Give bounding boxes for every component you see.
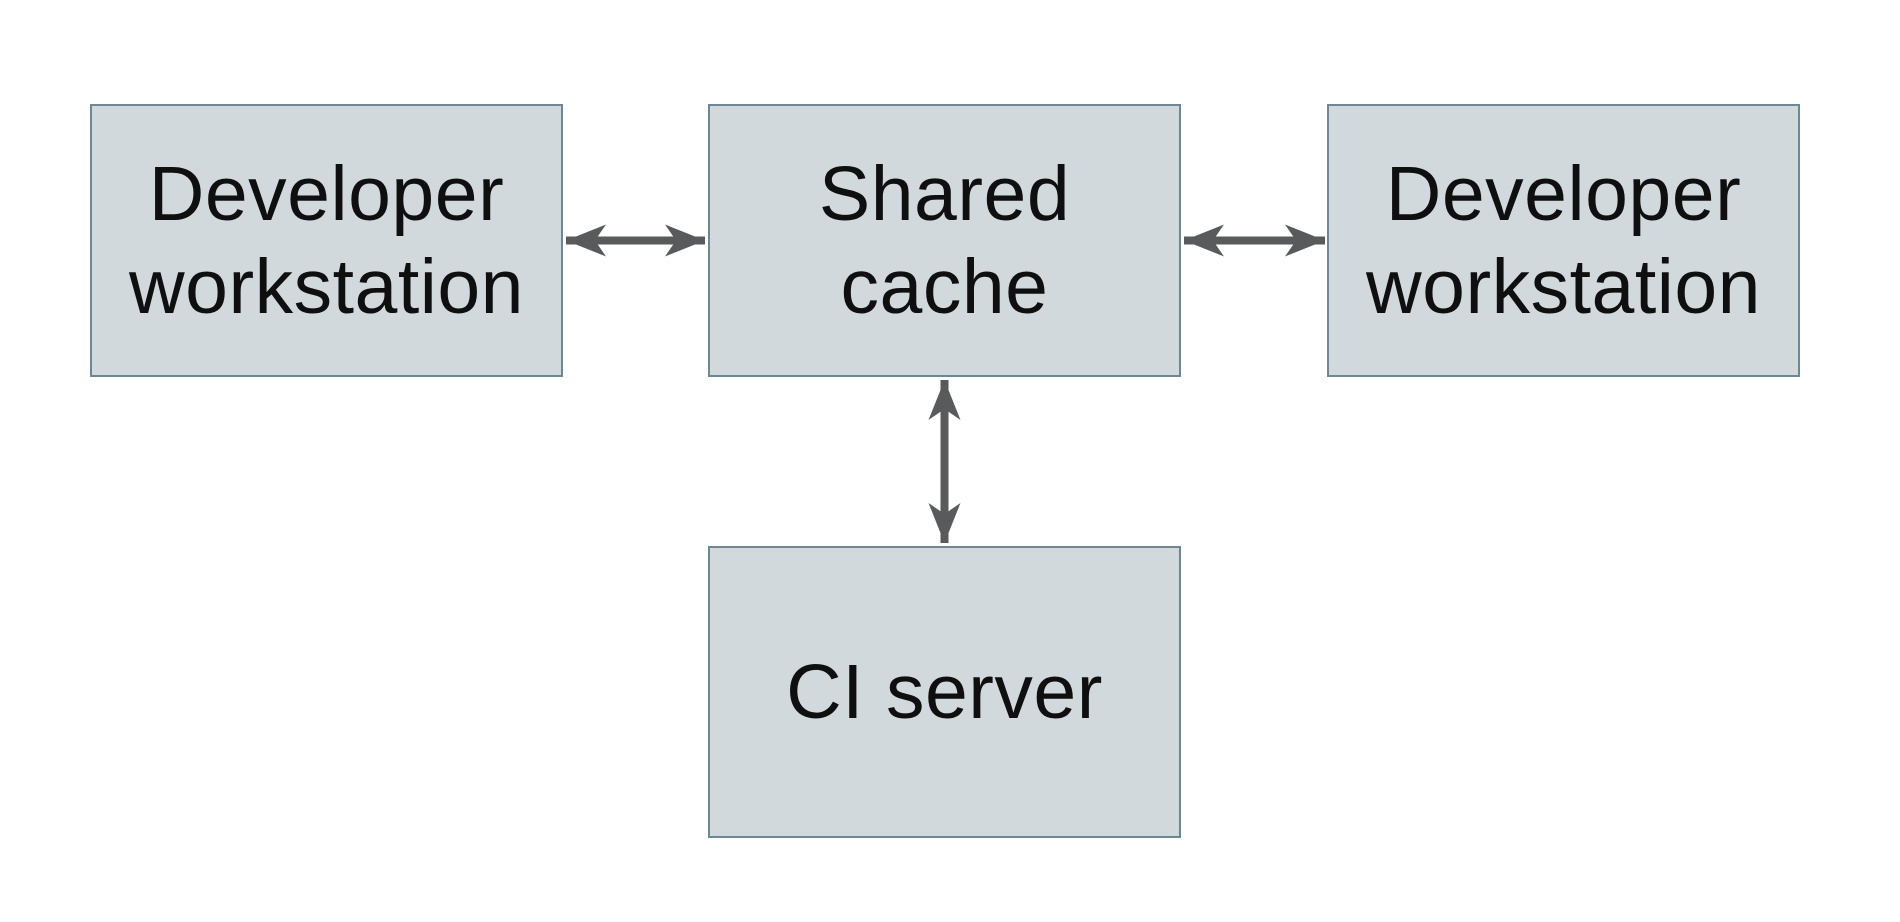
node-shared-cache: Shared cache	[708, 104, 1181, 377]
node-developer-workstation-left: Developer workstation	[90, 104, 563, 377]
node-shared-cache-label: Shared cache	[818, 150, 1071, 330]
node-developer-workstation-left-label: Developer workstation	[129, 150, 524, 330]
node-ci-server-label: CI server	[786, 648, 1103, 735]
node-ci-server: CI server	[708, 546, 1181, 838]
node-developer-workstation-right: Developer workstation	[1327, 104, 1800, 377]
node-developer-workstation-right-label: Developer workstation	[1366, 150, 1761, 330]
